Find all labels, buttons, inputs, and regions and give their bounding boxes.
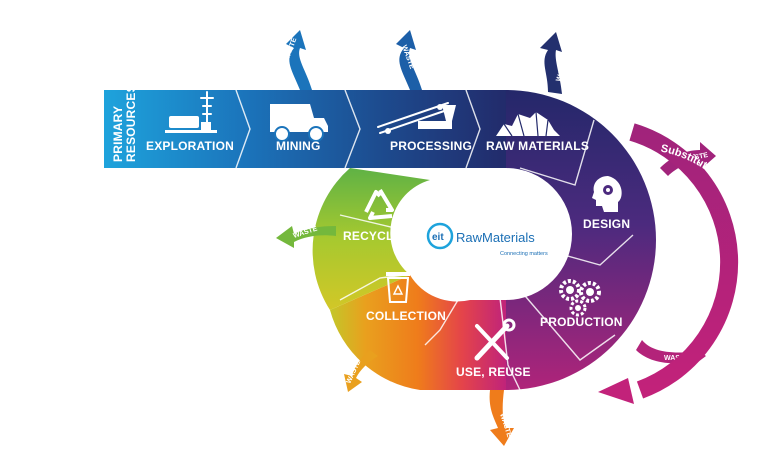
logo-prefix: eit <box>432 232 444 243</box>
eit-raw-materials-logo: eit RawMaterials Connecting matters <box>426 222 548 257</box>
primary-resources-label: PRIMARY RESOURCES <box>111 84 138 162</box>
collection-label: COLLECTION <box>366 309 446 323</box>
bin-icon <box>386 272 410 303</box>
waste-arrow-use-reuse: WASTE <box>489 390 514 446</box>
center-circle <box>410 182 526 298</box>
tools-icon <box>474 318 516 361</box>
bottom-arc-band <box>330 275 506 390</box>
gears-icon <box>559 279 601 317</box>
use-reuse-label: USE, REUSE <box>456 365 531 379</box>
waste-arrow-raw-materials: WASTE <box>540 32 571 94</box>
raw-materials-label: RAW MATERIALS <box>486 139 589 153</box>
exploration-label: EXPLORATION <box>146 139 234 153</box>
svg-text:PRIMARY: PRIMARY <box>111 106 125 162</box>
svg-text:RESOURCES: RESOURCES <box>124 84 138 162</box>
rocks-icon <box>496 111 560 137</box>
logo-name: RawMaterials <box>456 230 535 245</box>
processing-label: PROCESSING <box>390 139 472 153</box>
substitution-arrow-head <box>598 378 634 404</box>
logo-badge <box>426 222 454 250</box>
recycling-label: RECYCLING <box>343 229 415 243</box>
waste-arrow-processing: WASTE <box>396 30 422 90</box>
production-label: PRODUCTION <box>540 315 623 329</box>
design-label: DESIGN <box>583 217 630 231</box>
chevron-separators <box>235 89 481 169</box>
waste-arrow-mining: WASTE <box>283 30 312 90</box>
mining-label: MINING <box>276 139 321 153</box>
right-arc-band <box>506 90 656 390</box>
mining-truck-icon <box>270 104 328 142</box>
substitution-arc <box>629 123 739 399</box>
recycle-icon <box>364 188 394 220</box>
conveyor-icon <box>377 102 456 134</box>
logo-tagline: Connecting matters <box>500 251 548 257</box>
head-gears-icon <box>592 176 622 212</box>
drilling-rig-icon <box>165 91 217 133</box>
